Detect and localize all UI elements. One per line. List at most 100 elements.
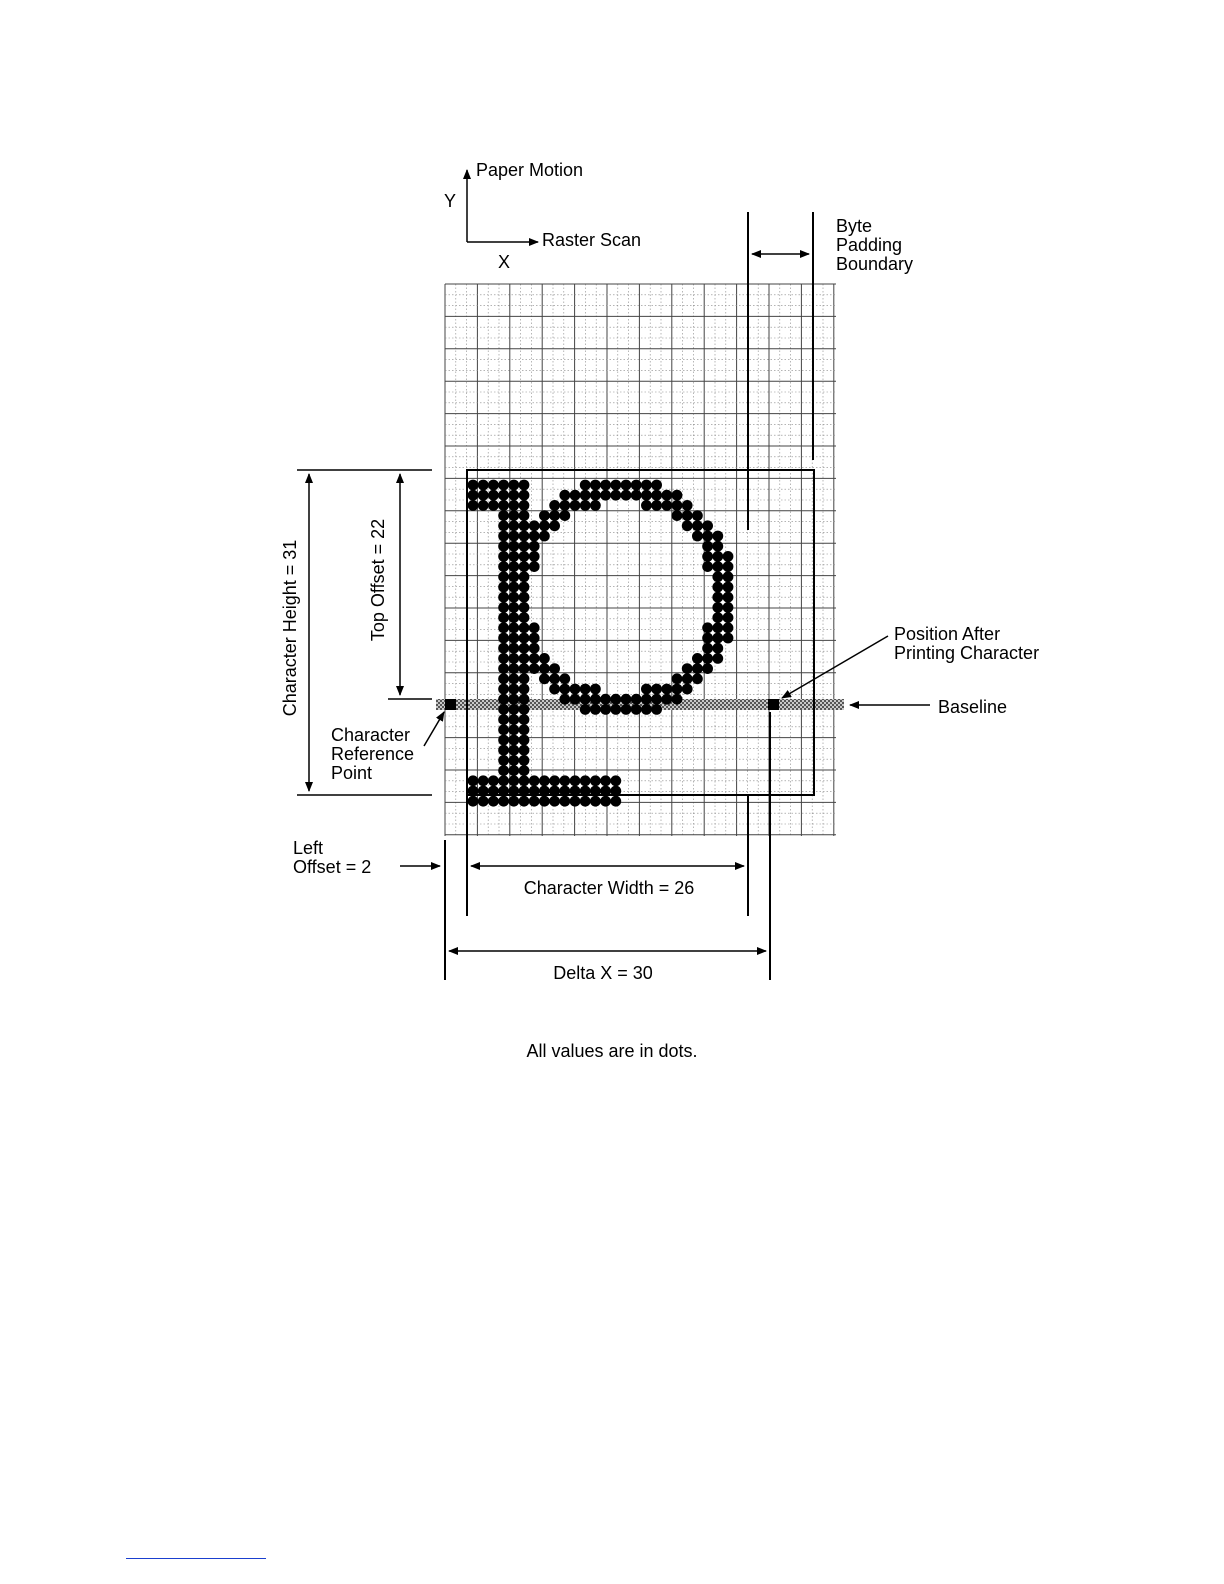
glyph-dot — [508, 520, 519, 531]
glyph-dot — [508, 765, 519, 776]
glyph-dot — [631, 694, 642, 705]
glyph-dot — [641, 694, 652, 705]
glyph-dot — [631, 490, 642, 501]
glyph-dot — [682, 520, 693, 531]
glyph-dot — [498, 684, 509, 695]
glyph-dot — [488, 775, 499, 786]
glyph-dot — [508, 541, 519, 552]
glyph-dot — [508, 755, 519, 766]
glyph-dot — [529, 551, 540, 562]
glyph-dot — [508, 745, 519, 756]
glyph-dot — [621, 704, 632, 715]
glyph-dot — [508, 735, 519, 746]
reference-point-label-line3: Point — [331, 763, 372, 783]
glyph-dot — [498, 765, 509, 776]
glyph-dot — [631, 704, 642, 715]
glyph-dot — [529, 531, 540, 542]
glyph-dot — [580, 796, 591, 807]
glyph-dot — [570, 500, 581, 511]
glyph-dot — [498, 775, 509, 786]
glyph-dot — [508, 531, 519, 542]
glyph-dot — [539, 653, 550, 664]
glyph-dot — [559, 684, 570, 695]
glyph-dot — [519, 745, 530, 756]
glyph-dot — [580, 500, 591, 511]
glyph-dot — [498, 561, 509, 572]
byte-padding-label-line2: Padding — [836, 235, 902, 255]
glyph-dot — [519, 735, 530, 746]
glyph-dot — [723, 561, 734, 572]
glyph-dot — [610, 775, 621, 786]
glyph-dot — [529, 561, 540, 572]
glyph-dot — [478, 796, 489, 807]
glyph-dot — [672, 684, 683, 695]
glyph-dot — [519, 673, 530, 684]
glyph-dot — [570, 684, 581, 695]
glyph-dot — [692, 510, 703, 521]
glyph-dot — [508, 643, 519, 654]
glyph-dot — [498, 541, 509, 552]
glyph-dot — [519, 775, 530, 786]
glyph-dot — [519, 796, 530, 807]
glyph-dot — [529, 796, 540, 807]
glyph-dot — [580, 775, 591, 786]
glyph-dot — [702, 633, 713, 644]
byte-padding-label-line3: Boundary — [836, 254, 913, 274]
glyph-dot — [498, 704, 509, 715]
y-axis-label: Y — [444, 191, 456, 211]
glyph-dot — [508, 551, 519, 562]
glyph-dot — [723, 622, 734, 633]
glyph-dot — [519, 704, 530, 715]
glyph-dot — [498, 490, 509, 501]
glyph-dot — [672, 490, 683, 501]
glyph-dot — [723, 582, 734, 593]
glyph-dot — [682, 510, 693, 521]
glyph-dot — [498, 755, 509, 766]
glyph-dot — [519, 500, 530, 511]
position-after-label-line2: Printing Character — [894, 643, 1039, 663]
glyph-dot — [580, 684, 591, 695]
glyph-dot — [682, 673, 693, 684]
glyph-dot — [641, 500, 652, 511]
glyph-dot — [519, 561, 530, 572]
glyph-dot — [712, 561, 723, 572]
glyph-dot — [559, 490, 570, 501]
glyph-dot — [508, 500, 519, 511]
glyph-dot — [600, 480, 611, 491]
glyph-dot — [621, 694, 632, 705]
glyph-dot — [468, 796, 479, 807]
glyph-dot — [723, 592, 734, 603]
glyph-dot — [723, 551, 734, 562]
glyph-dot — [498, 735, 509, 746]
glyph-dot — [692, 653, 703, 664]
glyph-dot — [478, 490, 489, 501]
glyph-dot — [712, 551, 723, 562]
glyph-dot — [549, 510, 560, 521]
glyph-dot — [549, 796, 560, 807]
glyph-dot — [590, 480, 601, 491]
byte-padding-indicator — [748, 212, 813, 530]
glyph-dot — [508, 490, 519, 501]
glyph-dot — [570, 796, 581, 807]
glyph-dot — [519, 663, 530, 674]
glyph-dot — [641, 480, 652, 491]
glyph-dot — [519, 480, 530, 491]
glyph-dot — [519, 653, 530, 664]
position-after-mark — [768, 699, 779, 710]
glyph-dot — [539, 673, 550, 684]
glyph-dot — [631, 480, 642, 491]
glyph-dot — [519, 602, 530, 613]
glyph-dot — [672, 510, 683, 521]
raster-scan-label: Raster Scan — [542, 230, 641, 250]
left-offset-label-line1: Left — [293, 838, 323, 858]
glyph-dot — [508, 684, 519, 695]
glyph-dot — [539, 531, 550, 542]
glyph-dot — [621, 480, 632, 491]
character-height-label: Character Height = 31 — [280, 540, 300, 717]
glyph-dot — [519, 541, 530, 552]
glyph-dot — [519, 582, 530, 593]
glyph-dot — [508, 561, 519, 572]
glyph-dot — [682, 684, 693, 695]
glyph-dot — [519, 622, 530, 633]
